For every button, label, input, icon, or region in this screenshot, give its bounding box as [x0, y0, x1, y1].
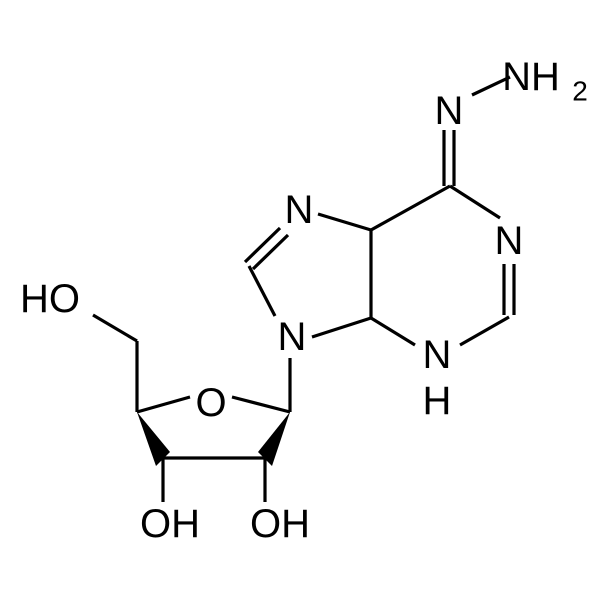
atom-ho-top: HO [20, 277, 80, 321]
bond-n7-c8-a [243, 226, 282, 264]
bond-n1-c4 [370, 316, 416, 347]
bond-c5-n7 [317, 212, 372, 232]
bond-c5prime-o [92, 313, 138, 343]
bond-n-nh2 [471, 75, 511, 97]
atom-nh2-subscript: 2 [572, 76, 588, 107]
bond-n9-c4 [311, 316, 372, 339]
bond-c8-n9 [247, 265, 277, 317]
atom-oh-right: OH [250, 502, 310, 546]
bond-c2-n1 [459, 315, 510, 347]
wedge-c1prime-c2prime [258, 412, 290, 466]
atom-n-imidazole: N [285, 188, 314, 232]
atom-oh-left: OH [140, 502, 200, 546]
atom-hydrazine-nh: NH [502, 55, 560, 99]
atom-imine-n: N [435, 89, 464, 133]
atom-ring-o: O [195, 381, 226, 425]
bond-o-c4prime [136, 395, 191, 414]
wedge-c4prime-c3prime [137, 412, 170, 466]
atom-n-pyrimidine: N [495, 219, 524, 263]
bond-c6-c5 [370, 184, 451, 232]
bond-c6-n5 [449, 184, 501, 220]
atom-n1-h: H [423, 379, 452, 423]
atom-n9: N [278, 315, 307, 359]
bond-n7-c8-b [251, 233, 290, 271]
atom-n1: N [423, 333, 452, 377]
bond-c1prime-o [231, 395, 291, 414]
